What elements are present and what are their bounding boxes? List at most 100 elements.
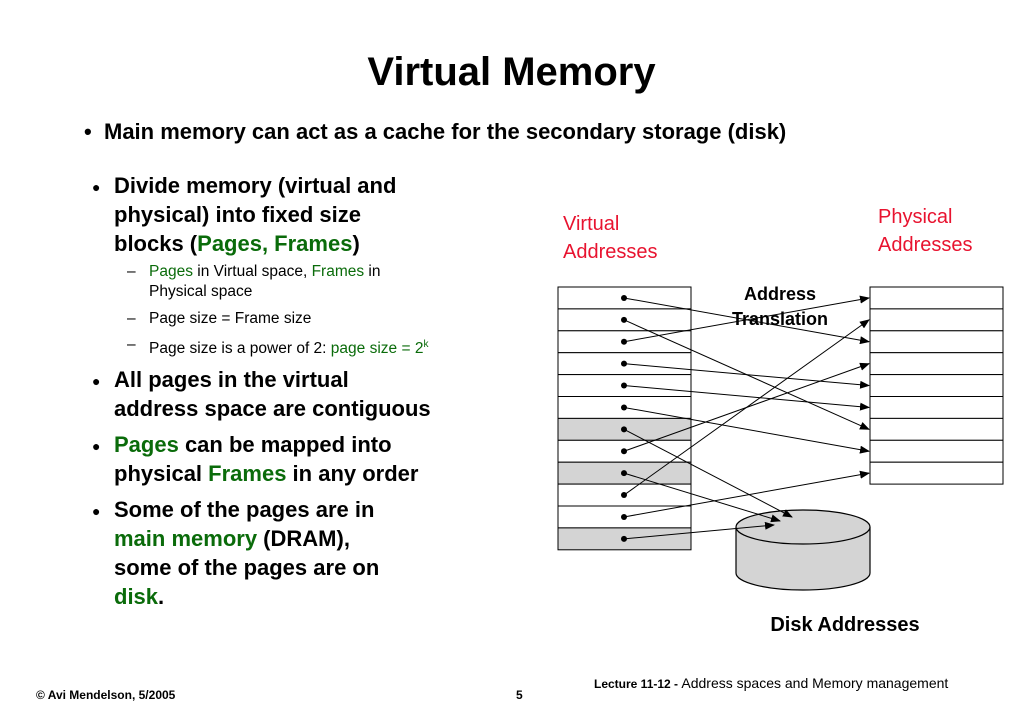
footer-page-number: 5 [516,688,523,702]
label-line: Translation [731,309,829,329]
page-pointer-dot [621,404,627,411]
bullet-text-line: some of the pages are on [114,555,380,580]
page-pointer-dot [621,470,627,477]
highlight-text: Frames [311,263,365,280]
bullet-text-line: Divide memory (virtual and [114,173,397,198]
address-translation-label: Address Translation [720,282,840,332]
page-pointer-dot [621,294,627,301]
footer-copyright: © Avi Mendelson, 5/2005 [36,688,176,702]
label-line: Addresses [878,234,973,256]
bullet-text-line: main memory (DRAM), [114,524,379,553]
mapping-arrow [623,363,870,389]
page-pointer-dot [621,316,627,323]
sub-bullet-page-size: – Page size = Frame size [127,309,312,329]
physical-frame [869,396,1004,419]
bullet-text-line: address space are contiguous [114,396,431,421]
disk-addresses-label: Disk Addresses [770,614,920,636]
highlight-text: Frames [208,461,287,486]
physical-frame [869,374,1004,398]
physical-frame [869,352,1004,376]
bullet-text-line: All pages in the virtual [114,367,349,392]
virtual-addresses-label: Virtual Addresses [563,210,658,266]
bullet-text-line: Pages can be mapped into [114,430,418,459]
text-run: blocks ( [114,231,198,256]
top-bullet-text: Main memory can act as a cache for the s… [104,119,787,144]
page-pointer-dot [621,426,627,433]
label-line: Addresses [563,241,658,263]
bullet-divide-memory: ● Divide memory (virtual and physical) i… [92,171,397,258]
page-title: Virtual Memory [367,50,656,94]
bullet-text-line: blocks (Pages, Frames) [114,229,396,258]
text-run: physical [114,461,209,486]
superscript: k [423,339,429,350]
text-run: ) [352,231,360,256]
sub-text-line: Physical space [149,283,253,300]
bullet-contiguous: ● All pages in the virtual address space… [92,365,431,423]
page-pointer-dot [621,360,627,367]
mapping-arrow [623,470,870,518]
highlight-text: disk [114,584,159,609]
physical-frame [869,308,1004,332]
text-run: (DRAM), [257,526,350,551]
bullet-dot-icon: • [84,119,92,144]
text-run: can be mapped into [178,432,392,457]
bullet-text-line: Some of the pages are in [114,497,375,522]
dash-icon: – [127,310,136,327]
page-pointer-dot [621,338,627,345]
mapping-arrows [621,294,870,542]
page-pointer-dot [621,382,627,389]
page-pointer-dot [621,448,627,455]
bullet-dot-icon: ● [92,438,101,454]
highlight-text: Pages, Frames [197,231,353,256]
page-pointer-dot [621,535,627,542]
physical-frame [869,286,1004,310]
text-run: in [364,263,381,280]
mapping-arrow [623,521,775,540]
bullet-dot-icon: ● [92,179,101,195]
text-run: . [158,584,165,609]
label-line: Address [743,284,817,304]
virtual-page-table [557,286,692,551]
bullet-text-line: physical) into fixed size [114,202,361,227]
mapping-arrow [623,295,870,343]
bullet-text-line: disk. [114,582,379,611]
page-pointer-dot [621,513,627,520]
physical-frame [869,461,1004,485]
footer-lecture: Lecture 11-12 - Address spaces and Memor… [594,675,948,691]
bullet-main-memory-disk: ● Some of the pages are in main memory (… [92,495,380,611]
top-bullet: • Main memory can act as a cache for the … [84,119,786,145]
label-line: Virtual [563,213,620,235]
physical-frame [869,417,1004,441]
highlight-text: main memory [114,526,258,551]
bullet-mapping: ● Pages can be mapped into physical Fram… [92,430,418,488]
sub-text-line: Pages in Virtual space, Frames in [149,262,381,282]
physical-frame-table [869,286,1004,485]
dash-icon: – [127,336,136,353]
lecture-number: Lecture 11-12 - [594,677,682,691]
mapping-arrow [623,319,870,496]
sub-bullet-power-of-two: – Page size is a power of 2: page size =… [127,335,429,359]
disk-icon [735,509,871,591]
highlight-text: Pages [114,432,179,457]
sub-text-line: Page size = Frame size [149,310,312,327]
sub-bullet-pages-frames: – Pages in Virtual space, Frames in Phys… [127,262,381,302]
mapping-arrow [623,406,870,454]
label-line: Physical [878,206,953,228]
text-run: in any order [286,461,419,486]
text-run: in Virtual space, [192,263,312,280]
dash-icon: – [127,263,136,280]
bullet-dot-icon: ● [92,373,101,389]
bullet-dot-icon: ● [92,503,101,519]
mapping-arrow [623,472,781,523]
lecture-topic: Address spaces and Memory management [681,675,949,691]
highlight-text: page size = 2 [330,340,424,358]
page-pointer-dot [621,492,627,499]
text-run: Page size is a power of 2: [149,340,331,358]
physical-frame [869,330,1004,354]
mapping-arrow [623,385,870,411]
physical-frame [869,439,1004,463]
highlight-text: Pages [149,263,193,280]
physical-addresses-label: Physical Addresses [878,203,973,259]
bullet-text-line: physical Frames in any order [114,459,418,488]
